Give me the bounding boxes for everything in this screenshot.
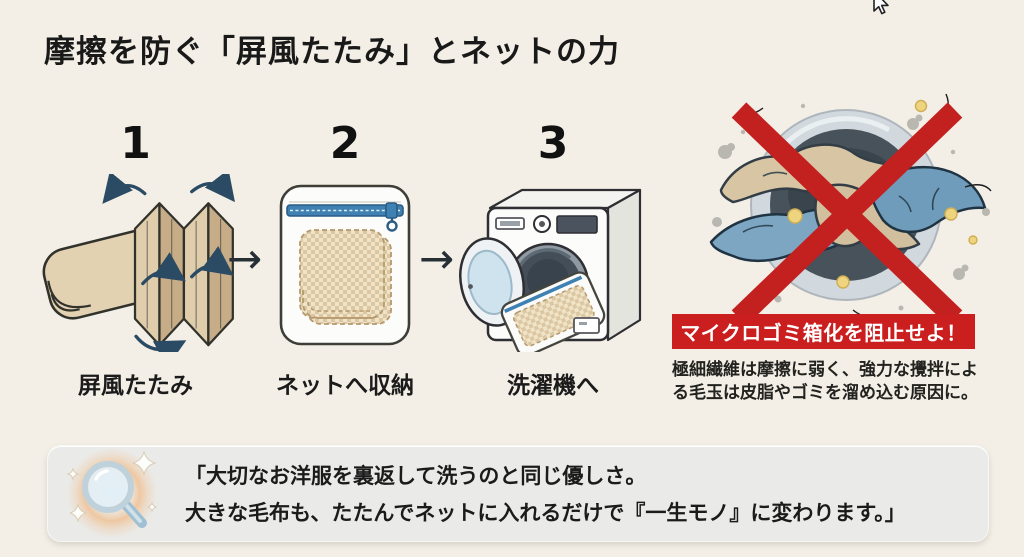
arrow-right-icon: → <box>227 234 263 283</box>
page-title: 摩擦を防ぐ「屏風たたみ」とネットの力 <box>44 34 620 70</box>
warning-caption-line1: 極細繊維は摩擦に弱く、強力な攪拌によ <box>672 360 978 380</box>
step-1: 1 <box>33 116 238 400</box>
washing-machine-illustration <box>459 188 642 352</box>
crossed-out-washing-drum-illustration <box>709 93 992 326</box>
accordion-fold-blanket-illustration <box>42 174 235 352</box>
step-2-label: ネットへ収納 <box>276 373 414 399</box>
sparkle-magnifier-icon <box>66 448 158 538</box>
quote-card: 「大切なお洋服を裏返して洗うのと同じ優しさ。 大きな毛布も、たたんでネットに入れ… <box>47 445 989 542</box>
arrow-right-icon: → <box>419 234 455 283</box>
mouse-cursor <box>873 0 889 15</box>
step-3-number: 3 <box>537 118 569 169</box>
quote-text: 「大切なお洋服を裏返して洗うのと同じ優しさ。 大きな毛布も、たたんでネットに入れ… <box>185 458 906 532</box>
step-2-number: 2 <box>329 118 361 169</box>
step-2: 2 ネットへ収納 <box>262 116 428 400</box>
step-1-label: 屏風たたみ <box>78 373 193 399</box>
quote-line1: 「大切なお洋服を裏返して洗うのと同じ優しさ。 <box>185 464 647 488</box>
quote-line2: 大きな毛布も、たたんでネットに入れるだけで『一生モノ』に変わります。」 <box>185 501 906 525</box>
step-1-number: 1 <box>120 118 151 169</box>
step-3: 3 <box>458 116 648 400</box>
step-3-label: 洗濯機へ <box>507 373 599 399</box>
warning-caption: 極細繊維は摩擦に弱く、強力な攪拌によ る毛玉は皮脂やゴミを溜め込む原因に。 <box>672 359 1002 405</box>
warning-caption-line2: る毛玉は皮脂やゴミを溜め込む原因に。 <box>672 383 978 403</box>
laundry-net-bag-illustration <box>279 184 411 346</box>
warning-banner: マイクロゴミ箱化を阻止せよ！ <box>672 314 975 349</box>
